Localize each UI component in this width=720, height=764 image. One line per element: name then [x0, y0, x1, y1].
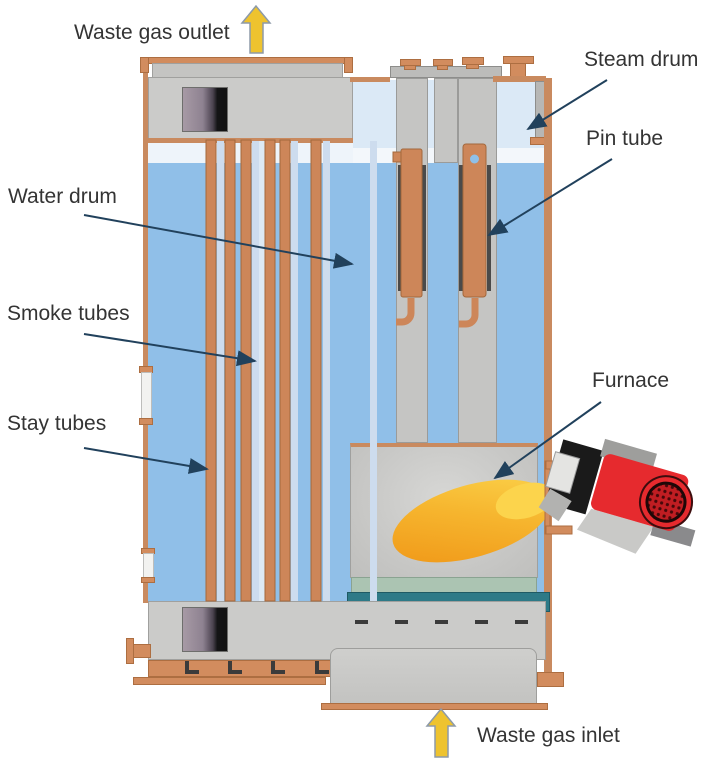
inlet-duct-base	[321, 703, 548, 710]
stay-tubes-pointer	[83, 447, 209, 474]
waste-gas-inlet-arrow-icon	[425, 707, 457, 758]
gauge-fitting2-bottom-cap	[141, 577, 155, 583]
burner-fan-mesh	[645, 481, 687, 523]
nozzle-2-stem	[437, 65, 448, 70]
water-drum-pointer	[83, 214, 354, 269]
label-pin-tube: Pin tube	[586, 127, 664, 150]
burner	[538, 438, 696, 554]
drain-pipe	[133, 644, 151, 658]
inlet-duct	[330, 648, 537, 704]
label-furnace: Furnace	[592, 369, 670, 392]
furnace-brackets	[355, 610, 528, 624]
drum-roof-line-right	[493, 76, 546, 82]
top-trim-left-cap	[140, 57, 149, 73]
bottom-window	[182, 607, 228, 652]
right-foot-band	[537, 672, 564, 687]
nozzle-1-stem	[404, 65, 416, 70]
pin-tube-pointer	[487, 158, 613, 237]
label-waste-gas-inlet: Waste gas inlet	[477, 724, 620, 747]
base-brackets	[185, 661, 329, 674]
smoke-tubes-pointer	[83, 333, 257, 367]
tube-bank-front	[205, 139, 322, 602]
gas-duct-column-middle	[434, 78, 458, 163]
top-trim-right-cap	[344, 57, 353, 73]
label-water-drum: Water drum	[8, 185, 117, 208]
left-wall	[143, 63, 148, 603]
label-stay-tubes: Stay tubes	[7, 412, 107, 435]
label-smoke-tubes: Smoke tubes	[7, 302, 130, 325]
label-waste-gas-outlet: Waste gas outlet	[74, 21, 230, 44]
steam-drum-pointer	[526, 79, 608, 131]
pointer-arrows	[83, 79, 613, 480]
waste-gas-outlet-arrow-icon	[240, 4, 272, 54]
tube-bank-back	[217, 141, 377, 601]
flame	[392, 479, 555, 563]
label-steam-drum: Steam drum	[584, 48, 699, 71]
pin-tube-left	[392, 148, 426, 326]
right-wall	[544, 78, 552, 674]
gauge-glass-bottom-cap	[139, 418, 153, 425]
outlet-chamber-window	[182, 87, 228, 132]
nozzle-3-stem	[466, 64, 479, 69]
pin-tube-right	[459, 143, 491, 328]
drum-roof-line-left	[350, 77, 390, 82]
bottom-base-strip	[133, 677, 326, 685]
furnace-pointer	[493, 401, 602, 480]
